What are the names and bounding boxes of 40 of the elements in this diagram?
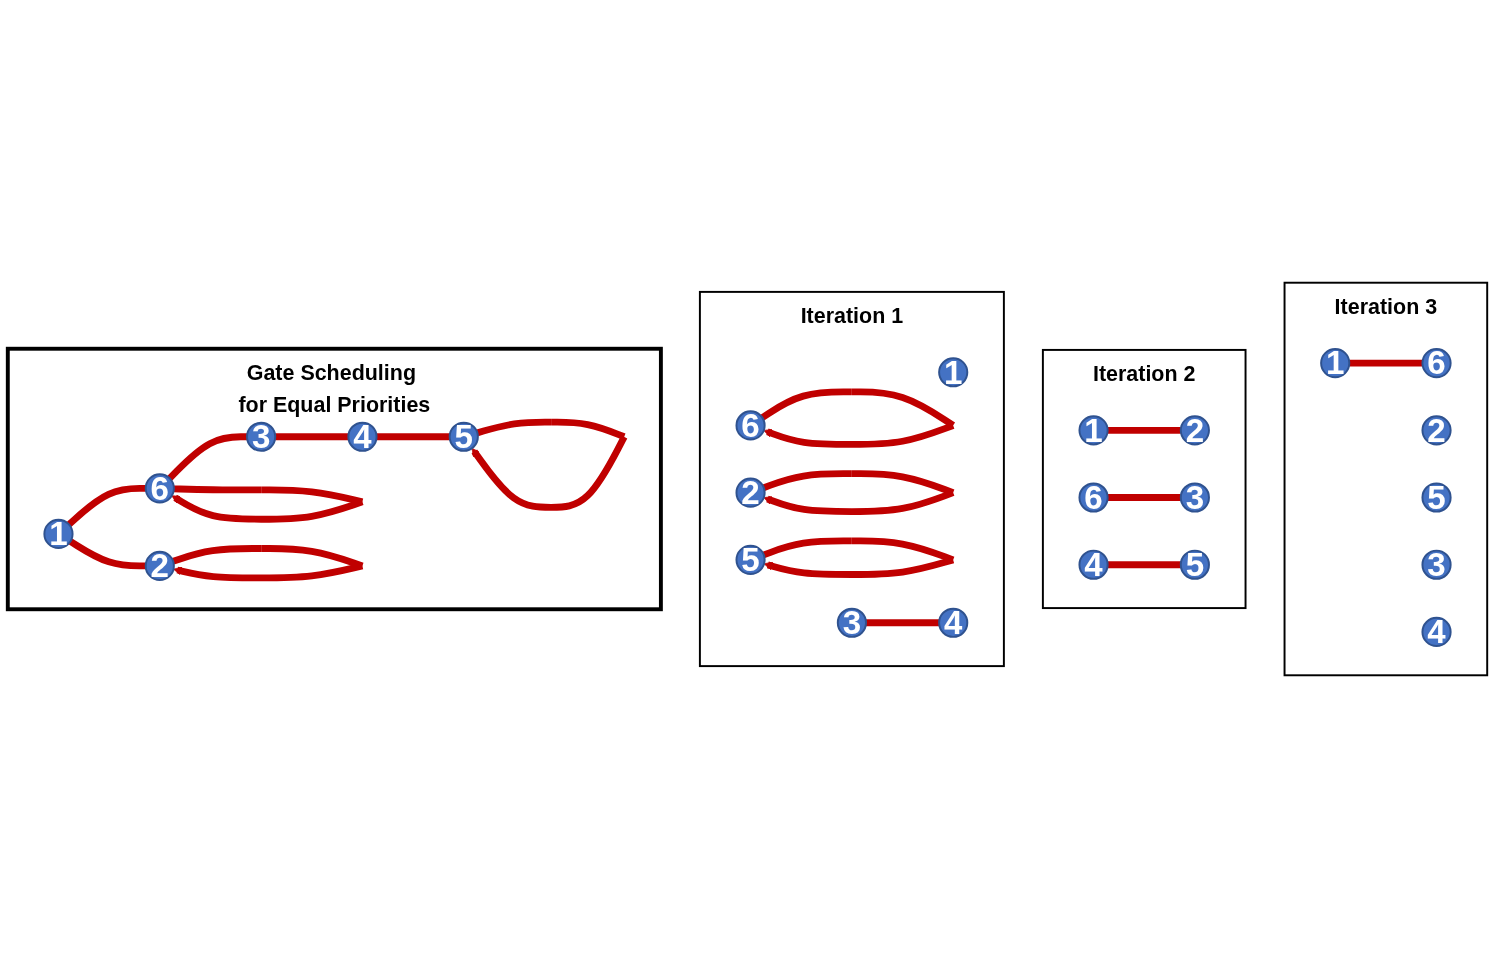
node-circle: 3 xyxy=(836,607,867,638)
node-circle: 5 xyxy=(448,421,479,452)
node-circle: 3 xyxy=(1179,482,1210,513)
connector xyxy=(1107,426,1181,434)
node-circle: 5 xyxy=(735,544,766,575)
node-circle: 2 xyxy=(144,550,175,581)
node-circle: 2 xyxy=(1179,415,1210,446)
node-circle: 6 xyxy=(1078,482,1109,513)
node-circle: 2 xyxy=(1421,415,1452,446)
arrow xyxy=(762,537,955,578)
node-circle: 4 xyxy=(1421,616,1452,647)
node-circle: 6 xyxy=(144,473,175,504)
arrow xyxy=(171,485,364,523)
node-circle: 6 xyxy=(1421,348,1452,379)
arrow xyxy=(760,388,956,448)
connector xyxy=(1107,494,1181,501)
node-circle: 6 xyxy=(735,410,766,441)
connector xyxy=(376,433,450,441)
connector xyxy=(1107,561,1181,569)
connector xyxy=(167,433,247,481)
node-circle: 3 xyxy=(1421,549,1452,580)
arrow xyxy=(172,545,364,582)
node-circle: 2 xyxy=(735,477,766,508)
connector xyxy=(866,619,940,627)
connector xyxy=(66,484,146,527)
node-circle: 1 xyxy=(43,518,74,549)
node-circle: 5 xyxy=(1421,482,1452,513)
node-circle: 1 xyxy=(938,357,969,388)
node-circle: 4 xyxy=(347,421,378,452)
arrow xyxy=(762,470,955,515)
node-circle: 3 xyxy=(246,421,277,452)
arrow xyxy=(471,418,628,511)
node-circle: 1 xyxy=(1078,415,1109,446)
connector xyxy=(68,538,146,570)
connector xyxy=(275,433,349,441)
node-circle: 1 xyxy=(1320,348,1351,379)
node-circle: 4 xyxy=(938,607,969,638)
node-circle: 4 xyxy=(1078,549,1109,580)
connector xyxy=(1349,359,1423,367)
node-circle: 5 xyxy=(1179,549,1210,580)
